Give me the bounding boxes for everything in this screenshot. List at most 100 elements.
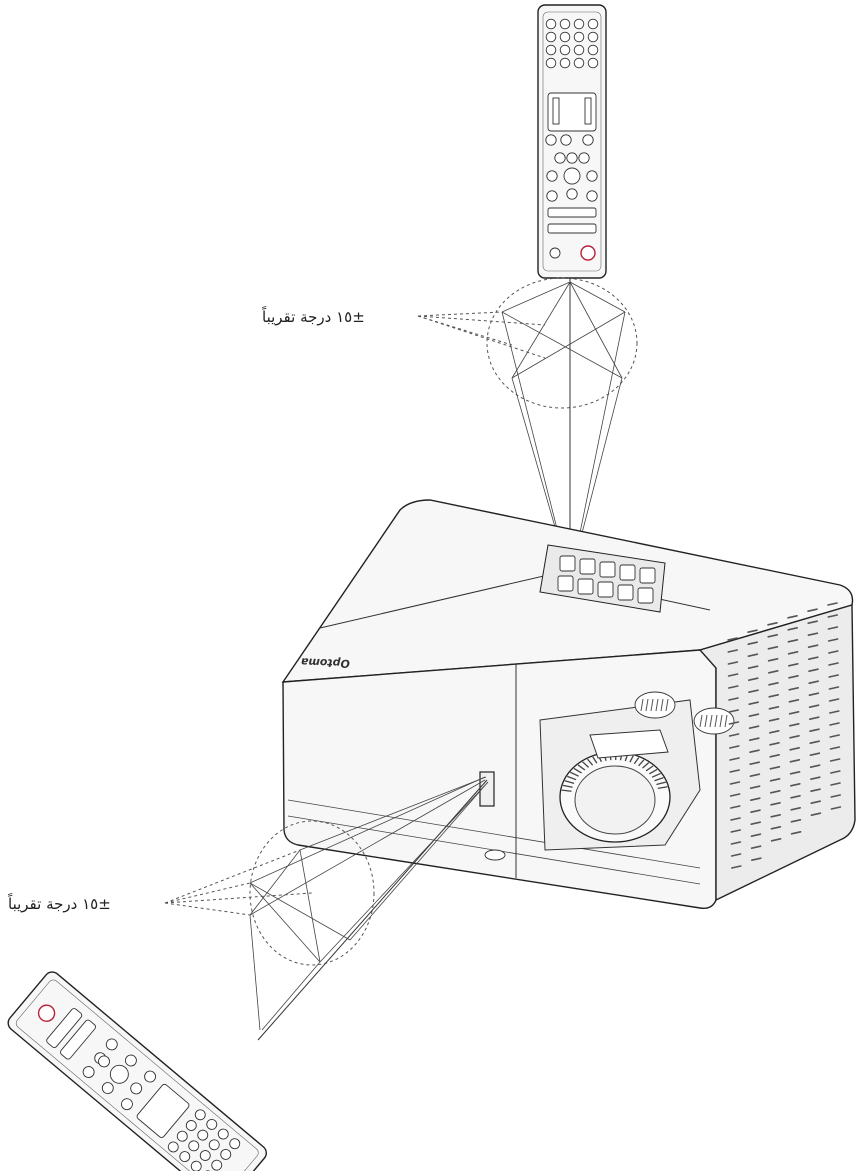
vent-slot — [768, 693, 780, 698]
vent-slot — [808, 680, 820, 685]
vent-slot — [750, 821, 762, 826]
remote-key — [566, 188, 578, 200]
remote-volume-panel — [547, 92, 597, 132]
remote-slider — [547, 207, 597, 218]
vent-slot — [770, 837, 782, 842]
vent-slot — [729, 781, 741, 785]
vent-slot — [790, 806, 802, 811]
remote-key — [130, 1082, 143, 1095]
vent-slot — [808, 668, 819, 673]
vent-slot — [768, 705, 780, 710]
remote-key — [545, 44, 557, 56]
vent-slot — [808, 716, 820, 721]
vent-slot — [728, 709, 740, 713]
vent-slot — [769, 741, 780, 746]
remote-volume-panel — [136, 1083, 190, 1138]
vent-slot — [788, 674, 799, 679]
vent-slot — [787, 650, 799, 655]
top-leader-1 — [417, 311, 503, 317]
keypad-key — [579, 558, 596, 575]
remote-key — [586, 170, 598, 182]
remote-key — [179, 1151, 191, 1163]
vent-slot — [728, 745, 740, 749]
remote-key — [545, 57, 557, 69]
vent-slot — [730, 817, 741, 821]
remote-key — [211, 1159, 223, 1171]
keypad-key — [577, 578, 594, 595]
vent-slot — [807, 632, 819, 637]
vent-slot — [748, 737, 760, 742]
remote-key — [546, 170, 558, 182]
remote-key — [587, 31, 599, 43]
remote-key — [573, 18, 585, 30]
keypad-key — [639, 567, 656, 584]
vent-slot — [749, 773, 761, 778]
top-leader-4 — [417, 315, 546, 359]
vent-slot — [730, 829, 742, 833]
vent-slot — [809, 728, 820, 733]
bottom-detection-circle — [249, 820, 375, 966]
vent-slot — [727, 685, 739, 689]
keypad-key — [557, 575, 574, 592]
vent-slot — [790, 794, 801, 799]
vent-slot — [790, 818, 802, 823]
vent-slot — [750, 857, 762, 862]
vent-slot — [748, 689, 759, 694]
vent-slot — [748, 701, 760, 706]
remote-key — [176, 1130, 188, 1142]
remote-key — [144, 1070, 157, 1083]
remote-key — [220, 1148, 232, 1160]
vent-slot — [830, 794, 842, 798]
remote-key — [554, 152, 566, 164]
vent-slot — [789, 734, 800, 739]
vent-slot — [729, 757, 740, 761]
keypad-key — [559, 555, 576, 572]
top-remote-control — [537, 4, 607, 279]
vent-slot — [769, 765, 781, 770]
vent-slot — [830, 782, 841, 786]
vent-slot — [827, 650, 839, 654]
vent-slot — [809, 776, 821, 781]
remote-key — [559, 18, 571, 30]
vent-slot — [768, 729, 780, 734]
vent-slot — [828, 674, 840, 678]
vent-slot — [789, 746, 801, 751]
vent-slot — [767, 633, 779, 638]
vent-slot — [787, 614, 798, 619]
vent-slot — [749, 797, 761, 802]
vent-slot — [750, 845, 762, 850]
vent-slot — [787, 626, 799, 631]
vent-slot — [767, 645, 779, 650]
remote-key — [194, 1109, 206, 1121]
vent-slot — [750, 833, 762, 838]
remote-key — [586, 190, 598, 202]
vent-slot — [749, 785, 761, 790]
projector-right-face — [698, 604, 856, 902]
vent-slot — [829, 770, 841, 774]
lens-shift-cover — [589, 729, 669, 759]
remote-key — [190, 1160, 202, 1171]
remote-key — [559, 31, 571, 43]
vent-slot — [767, 669, 779, 674]
vent-slot — [807, 608, 818, 613]
vent-slot — [829, 758, 841, 762]
top-leader-3 — [417, 315, 513, 346]
vent-slot — [827, 602, 838, 606]
remote-key — [199, 1150, 211, 1161]
remote-key — [587, 57, 599, 69]
vent-slot — [788, 686, 800, 691]
remote-key — [197, 1129, 209, 1141]
vent-slot — [747, 629, 758, 634]
focus-knob — [634, 691, 676, 719]
vent-slot — [790, 830, 802, 835]
vent-slot — [748, 713, 760, 718]
vent-slot — [787, 638, 799, 643]
remote-key — [573, 31, 585, 43]
vent-slot — [828, 686, 840, 690]
vent-slot — [827, 614, 839, 618]
vent-slot — [728, 733, 740, 737]
vent-slot — [789, 770, 801, 775]
vent-slot — [728, 721, 740, 725]
vent-slot — [828, 710, 840, 714]
